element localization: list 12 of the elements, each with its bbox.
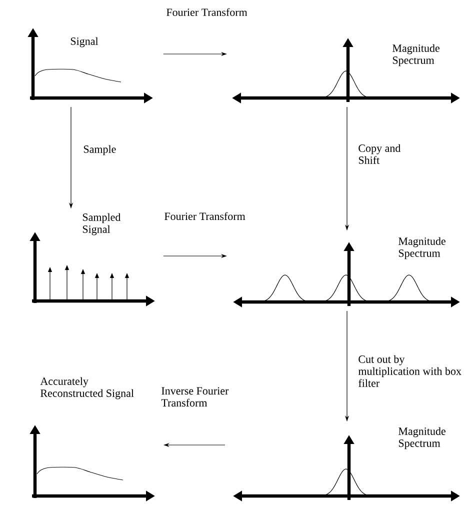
plot-title: Sampled Signal — [82, 213, 121, 236]
plot-title: Accurately Reconstructed Signal — [40, 377, 134, 400]
edge-label: Inverse Fourier Transform — [161, 387, 229, 407]
edge-label: Cut out by multiplication with box filter — [358, 355, 462, 387]
plot-title: Signal — [70, 37, 98, 48]
plot-title: Magnitude Spectrum — [392, 44, 440, 66]
edge-label: Fourier Transform — [166, 8, 248, 16]
edge-label: Sample — [84, 145, 116, 156]
edge-label: Copy and Shift — [358, 144, 401, 164]
plot-title: Magnitude Spectrum — [398, 427, 446, 450]
plot-title: Magnitude Spectrum — [398, 237, 446, 260]
edge-label: Fourier Transform — [164, 212, 246, 220]
